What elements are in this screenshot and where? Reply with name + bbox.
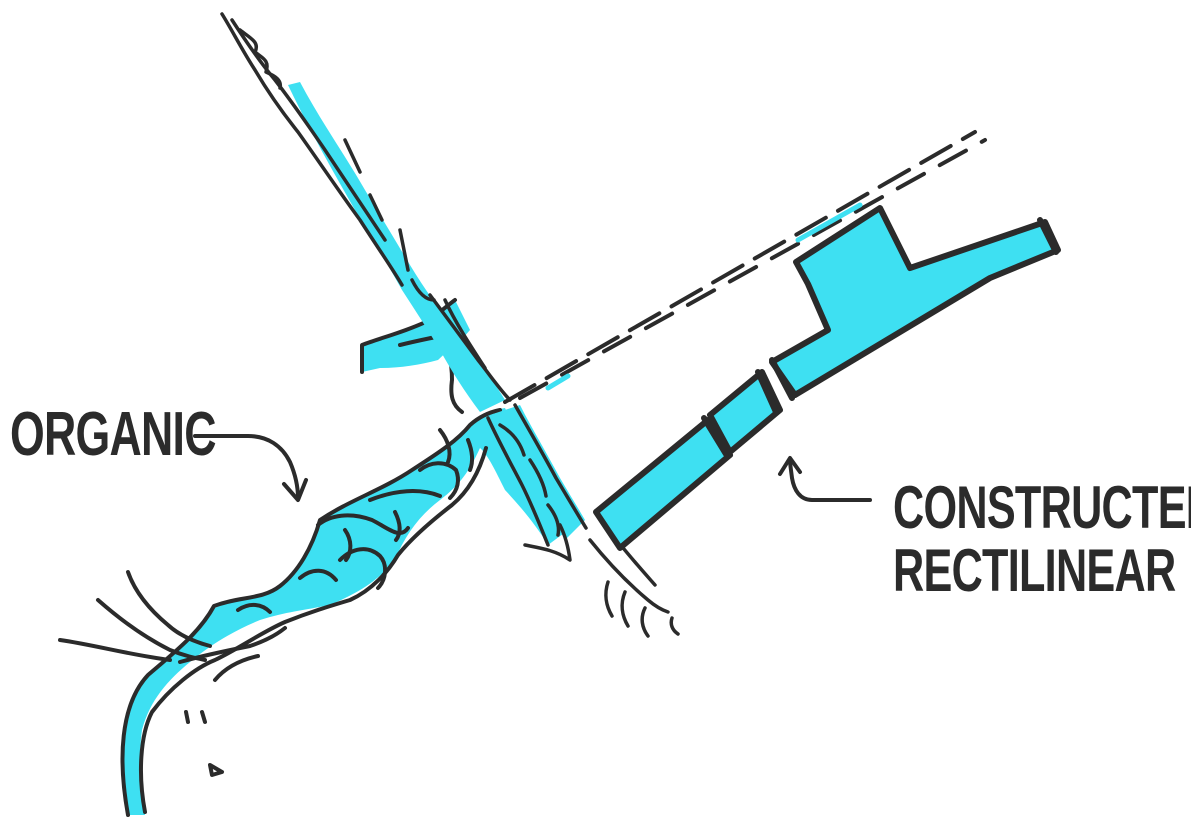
dashed-channel xyxy=(503,130,987,404)
organic-inner-curve-7 xyxy=(343,528,353,562)
organic-bank-left xyxy=(120,408,502,817)
top-stream-squiggle xyxy=(238,28,283,90)
arrows xyxy=(193,434,872,502)
rect-joint-1 xyxy=(701,415,729,457)
lower-channel-bank-left xyxy=(486,416,550,547)
lower-channel-inner-3 xyxy=(546,503,561,537)
tributary-5 xyxy=(213,654,260,682)
top-stream xyxy=(220,12,512,412)
dashed-channel-lower xyxy=(518,138,987,400)
constructed-arrow-icon xyxy=(788,458,872,502)
lower-channel-inner-1 xyxy=(498,423,526,457)
rect-joint-2 xyxy=(755,369,779,415)
organic-river-fill xyxy=(123,408,576,815)
top-stream-bank-left xyxy=(220,12,404,287)
organic-mark-3 xyxy=(208,763,224,777)
organic-arrow-icon xyxy=(193,434,300,500)
rect-segment-3-fill xyxy=(769,205,1061,398)
organic-inner-curve-6 xyxy=(236,603,272,614)
top-stream-inner-1 xyxy=(343,138,362,174)
organic-river xyxy=(58,298,576,817)
organic-inner-curve-8 xyxy=(393,510,402,542)
lower-channel-wedge xyxy=(523,523,572,562)
lower-channel-tail-mark-4 xyxy=(669,616,680,636)
tributary-1 xyxy=(58,638,172,662)
organic-inner-curve-3 xyxy=(368,489,442,502)
organic-bank-right xyxy=(138,446,488,814)
lower-channel-tail-1 xyxy=(588,538,670,614)
organic-arrowhead-icon xyxy=(282,478,308,502)
dashed-channel-accent-2 xyxy=(545,373,571,391)
rect-joint-4 xyxy=(1037,217,1059,255)
lower-channel-bank-right xyxy=(513,403,588,530)
lower-channel xyxy=(486,403,680,638)
rectilinear-channel xyxy=(593,205,1061,551)
organic-mark-1 xyxy=(184,710,190,724)
constructed-rectilinear-label: CONSTRUCTED/ RECTILINEAR xyxy=(893,476,1191,602)
constructed-label-line-1: CONSTRUCTED/ xyxy=(893,474,1191,541)
constructed-label-line-2: RECTILINEAR xyxy=(893,537,1176,604)
dashed-channel-accent-1 xyxy=(795,202,863,243)
dashed-channel-upper xyxy=(503,130,977,404)
top-stream-bank-dash-4 xyxy=(443,298,487,370)
constructed-arrowhead-icon xyxy=(778,456,802,476)
lower-channel-inner-2 xyxy=(528,458,548,498)
top-stream-fill xyxy=(288,82,505,412)
top-stream-inner-2 xyxy=(368,193,384,222)
organic-inner-curve-4 xyxy=(298,568,338,582)
top-stream-bank-dash-1 xyxy=(398,228,410,272)
organic-mark-2 xyxy=(200,710,207,724)
lower-channel-tail-mark-2 xyxy=(620,590,630,628)
organic-inner-curve-10 xyxy=(466,438,475,472)
organic-inner-curve-9 xyxy=(438,428,452,464)
organic-label: ORGANIC xyxy=(10,400,216,469)
lower-channel-tail-mark-1 xyxy=(604,580,614,618)
rect-segment-1-fill xyxy=(593,417,733,551)
organic-inner-curve-5 xyxy=(418,461,460,500)
tributary-4 xyxy=(178,626,287,664)
tributary-3 xyxy=(126,570,212,648)
rect-segment-2-fill xyxy=(707,369,783,455)
rect-joint-3 xyxy=(769,357,795,401)
lower-channel-tail-mark-3 xyxy=(640,606,650,638)
